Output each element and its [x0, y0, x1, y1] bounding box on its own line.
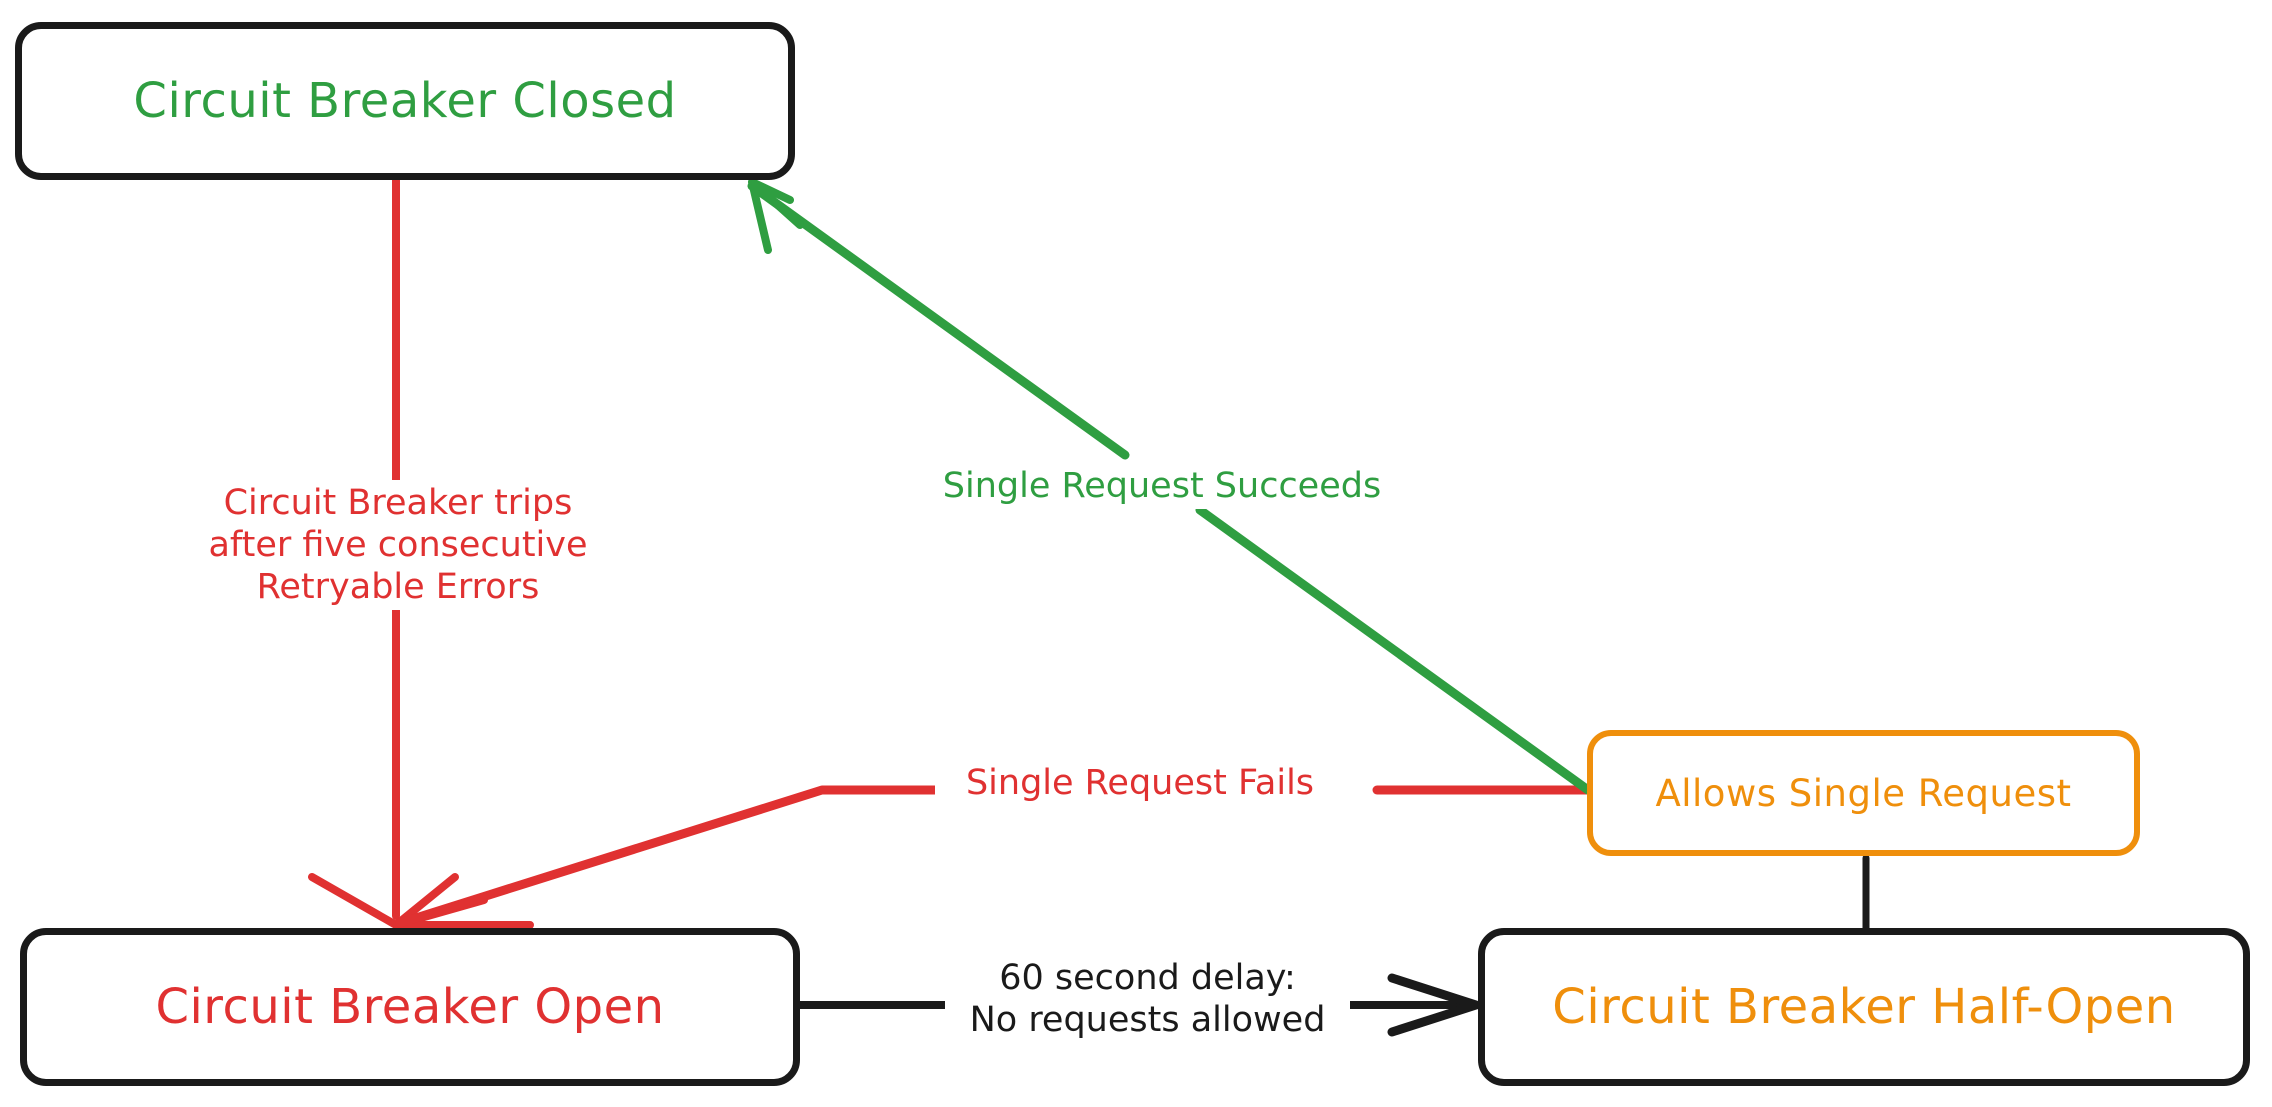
- edge-label-fails: Single Request Fails: [935, 760, 1345, 806]
- node-label-open: Circuit Breaker Open: [155, 979, 665, 1035]
- edge-label-delay: 60 second delay: No requests allowed: [945, 955, 1350, 1043]
- node-label-allows-single-request: Allows Single Request: [1655, 771, 2072, 815]
- node-circuit-breaker-open[interactable]: Circuit Breaker Open: [20, 928, 800, 1086]
- node-label-half-open: Circuit Breaker Half-Open: [1552, 979, 2176, 1035]
- node-circuit-breaker-half-open[interactable]: Circuit Breaker Half-Open: [1478, 928, 2250, 1086]
- edge-label-trip: Circuit Breaker trips after five consecu…: [178, 480, 618, 610]
- edge-label-succeeds: Single Request Succeeds: [912, 463, 1412, 509]
- edge-succeeds: [747, 178, 1593, 795]
- node-label-closed: Circuit Breaker Closed: [133, 73, 677, 129]
- node-circuit-breaker-closed[interactable]: Circuit Breaker Closed: [15, 22, 795, 180]
- node-allows-single-request[interactable]: Allows Single Request: [1587, 730, 2140, 856]
- edge-fails: [395, 785, 1592, 928]
